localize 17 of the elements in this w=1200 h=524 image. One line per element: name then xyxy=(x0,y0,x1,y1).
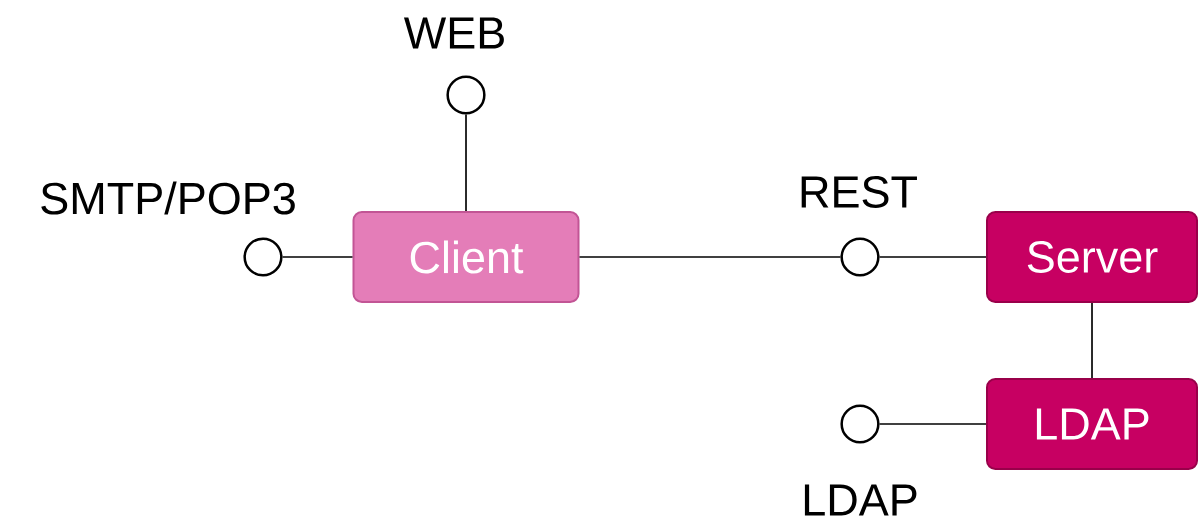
connector-line xyxy=(1091,302,1093,379)
interface-label: WEB xyxy=(403,17,504,49)
component-box: LDAP xyxy=(986,378,1198,470)
interface-circle xyxy=(446,75,486,115)
connector-line xyxy=(465,113,467,212)
connector-line xyxy=(878,423,987,425)
interface-label: REST xyxy=(801,176,917,208)
connector-line xyxy=(578,256,842,258)
component-box: Server xyxy=(986,211,1198,303)
connector-line xyxy=(281,256,354,258)
interface-label: LDAP xyxy=(804,484,917,516)
connector-line xyxy=(878,256,987,258)
interface-circle xyxy=(840,404,880,444)
interface-label: SMTP/POP3 xyxy=(41,181,295,215)
interface-circle xyxy=(840,237,880,277)
interface-circle xyxy=(243,237,283,277)
component-box: Client xyxy=(352,211,580,303)
